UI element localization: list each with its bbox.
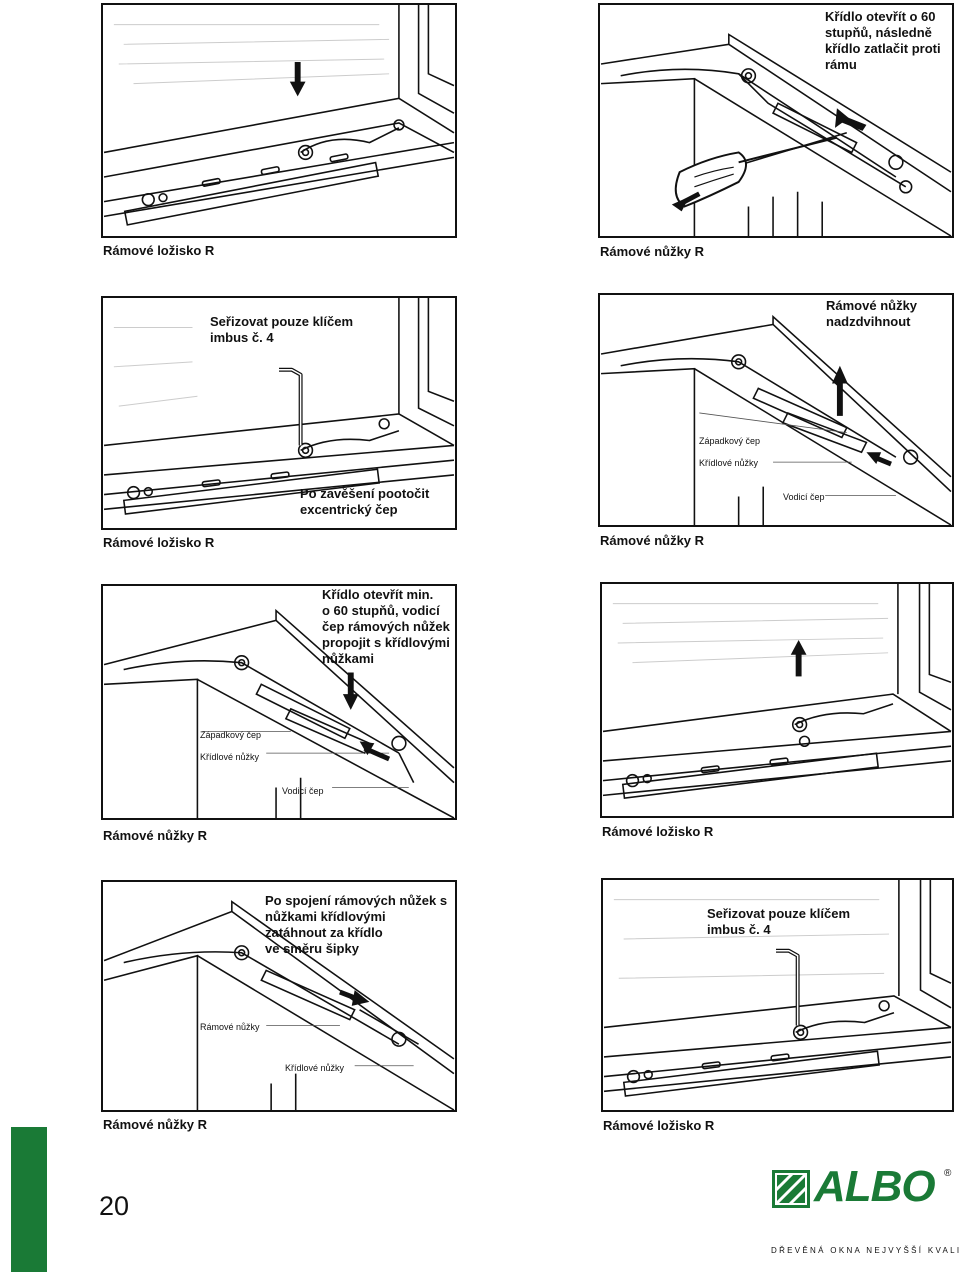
down-arrow-icon <box>342 672 359 710</box>
panel-3-caption: Rámové ložisko R <box>103 535 215 550</box>
label-guide-pin: Vodicí čep <box>783 492 825 502</box>
frame-bearing-hex-key-drawing <box>103 298 455 515</box>
panel-1-caption: Rámové ložisko R <box>103 243 215 258</box>
illustration-panel-8 <box>601 878 954 1112</box>
brand-name: ALBO <box>814 1162 936 1211</box>
green-side-bar <box>11 1127 47 1272</box>
frame-scissors-lift-drawing <box>600 314 952 525</box>
panel-4-caption: Rámové nůžky R <box>600 533 705 548</box>
up-arrow-icon <box>790 640 807 677</box>
illustration-panel-7 <box>101 880 457 1112</box>
panel-3-note-2: Po zavěšení pootočit excentrický čep <box>300 486 430 517</box>
albo-logo-mark-icon <box>772 1170 810 1208</box>
panel-6-caption: Rámové ložisko R <box>602 824 714 839</box>
hex-key-icon <box>279 367 303 446</box>
label-sash-scissors: Křídlové nůžky <box>285 1063 345 1073</box>
frame-scissors-connect-drawing <box>103 608 455 818</box>
label-frame-scissors: Rámové nůžky <box>200 1022 260 1032</box>
panel-4-note: Rámové nůžky nadzdvihnout <box>826 298 918 329</box>
arrow-icon <box>834 108 867 131</box>
illustration-panel-3 <box>101 296 457 530</box>
arrow-icon <box>671 191 701 212</box>
frame-bearing-drawing <box>103 5 455 226</box>
label-guide-pin: Vodicí čep <box>282 786 324 796</box>
illustration-panel-1 <box>101 3 457 238</box>
panel-8-note: Seřizovat pouze klíčem imbus č. 4 <box>707 906 851 937</box>
panel-5-caption: Rámové nůžky R <box>103 828 208 843</box>
illustration-panel-2 <box>598 3 954 238</box>
brand-tagline: DŘEVĚNÁ OKNA NEJVYŠŠÍ KVALITY <box>771 1246 960 1255</box>
arrow-icon <box>339 989 370 1006</box>
albo-logo: ALBO ® DŘEVĚNÁ OKNA NEJVYŠŠÍ KVALITY <box>770 1162 960 1263</box>
panel-7-note: Po spojení rámových nůžek s nůžkami kříd… <box>265 893 448 956</box>
label-latch-pin: Západkový čep <box>200 730 262 740</box>
illustration-panel-6 <box>600 582 954 818</box>
hex-key-icon <box>776 948 800 1026</box>
page-number: 20 <box>99 1191 130 1221</box>
illustration-panel-4 <box>598 293 954 527</box>
panel-3-note-1: Seřizovat pouze klíčem imbus č. 4 <box>210 314 354 345</box>
registered-mark: ® <box>944 1168 952 1179</box>
panel-5-note: Křídlo otevřít min. o 60 stupňů, vodicí … <box>322 587 450 666</box>
up-arrow-icon <box>832 365 848 416</box>
arrow-icon <box>866 452 892 467</box>
panel-2-caption: Rámové nůžky R <box>600 244 705 259</box>
frame-scissors-pull-drawing <box>103 900 455 1110</box>
panel-8-caption: Rámové ložisko R <box>603 1118 715 1133</box>
frame-bearing-hex-key-drawing <box>603 880 952 1097</box>
illustration-panel-5 <box>101 584 457 820</box>
arrow-icon <box>359 741 391 762</box>
screwdriver-icon <box>674 136 838 208</box>
panel-7-caption: Rámové nůžky R <box>103 1117 208 1132</box>
panel-2-note: Křídlo otevřít o 60 stupňů, následně kří… <box>825 9 941 72</box>
frame-scissors-screwdriver-drawing <box>600 33 952 236</box>
label-sash-scissors: Křídlové nůžky <box>699 458 759 468</box>
frame-bearing-up-drawing <box>602 584 952 799</box>
label-sash-scissors: Křídlové nůžky <box>200 752 260 762</box>
down-arrow-icon <box>289 62 306 97</box>
label-latch-pin: Západkový čep <box>699 436 761 446</box>
